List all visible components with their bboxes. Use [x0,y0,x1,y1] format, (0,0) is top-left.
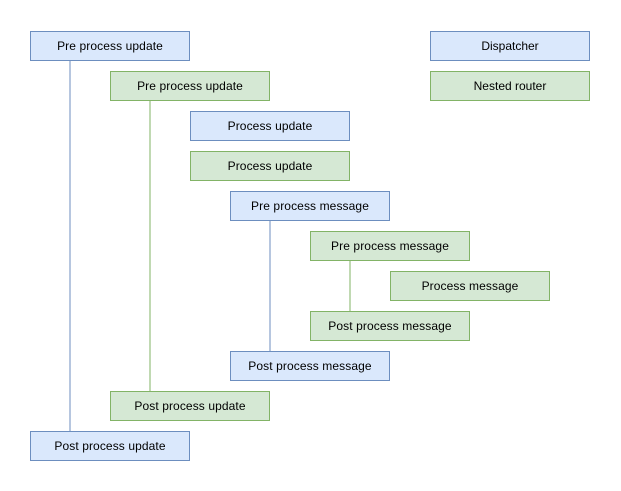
legend-item-dispatcher[interactable]: Dispatcher [430,31,590,61]
node-dispatcher-4[interactable]: Pre process message [230,191,390,221]
node-nested-router-1[interactable]: Pre process update [110,71,270,101]
node-dispatcher-10[interactable]: Post process update [30,431,190,461]
node-nested-router-3[interactable]: Process update [190,151,350,181]
legend-item-nested-router[interactable]: Nested router [430,71,590,101]
node-nested-router-6[interactable]: Process message [390,271,550,301]
node-nested-router-7[interactable]: Post process message [310,311,470,341]
node-dispatcher-8[interactable]: Post process message [230,351,390,381]
node-nested-router-5[interactable]: Pre process message [310,231,470,261]
node-nested-router-9[interactable]: Post process update [110,391,270,421]
node-dispatcher-0[interactable]: Pre process update [30,31,190,61]
node-dispatcher-2[interactable]: Process update [190,111,350,141]
